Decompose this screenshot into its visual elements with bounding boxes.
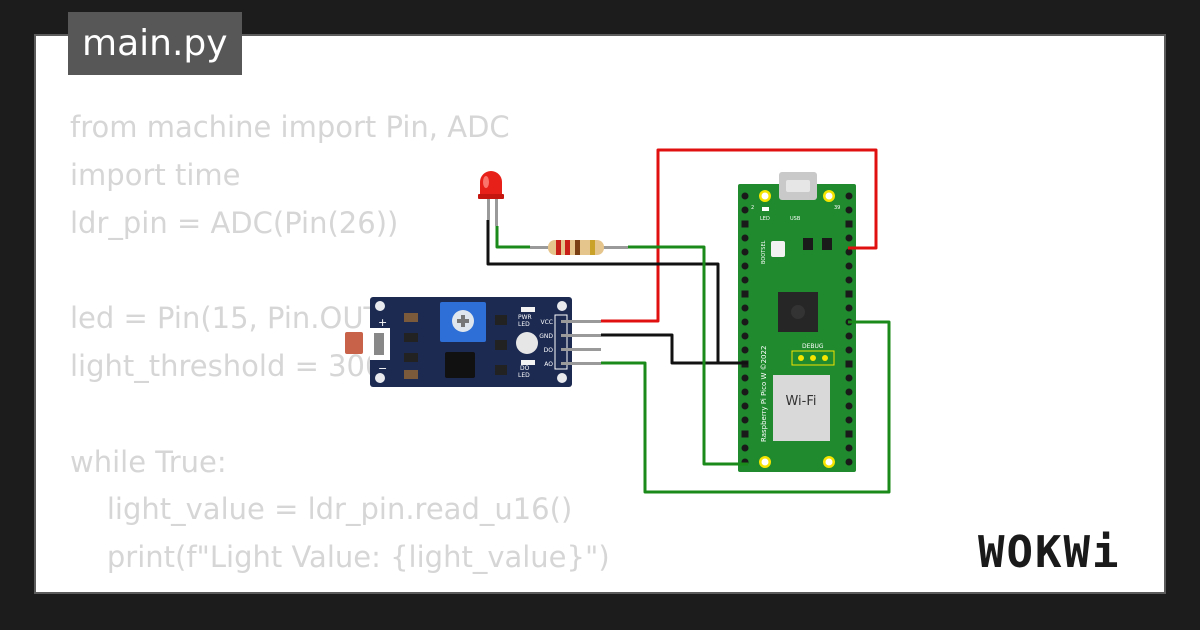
- pico-pin[interactable]: [741, 430, 749, 438]
- model-text: Raspberry Pi Pico W ©2022: [760, 346, 768, 442]
- pico-pin[interactable]: [845, 276, 853, 284]
- code-line: if light_value < light_threshold:: [70, 582, 610, 592]
- pico-pin[interactable]: [845, 430, 853, 438]
- do-led-label: DO: [520, 365, 530, 372]
- ldr-element: [345, 328, 390, 360]
- pico-pin[interactable]: [741, 206, 749, 214]
- red-led[interactable]: [478, 171, 504, 226]
- pico-gpio-pins[interactable]: [741, 192, 853, 466]
- pico-pin[interactable]: [845, 304, 853, 312]
- pico-pin[interactable]: [845, 290, 853, 298]
- bootsel-label: BOOTSEL: [761, 240, 767, 264]
- photoresistor-sensor-module[interactable]: + − PWR LED DO LED VCC GND DO AO: [345, 297, 601, 387]
- wire-led-gnd: [486, 220, 720, 363]
- debug-label: DEBUG: [802, 343, 824, 350]
- pico-pin[interactable]: [741, 332, 749, 340]
- pico-pin[interactable]: [741, 416, 749, 424]
- pico-pin[interactable]: [845, 234, 853, 242]
- svg-text:2: 2: [751, 205, 754, 211]
- pico-pin[interactable]: [845, 444, 853, 452]
- sensor-pin-label: AO: [544, 361, 553, 368]
- bootsel-button[interactable]: [771, 241, 785, 257]
- pico-pin[interactable]: [741, 304, 749, 312]
- pico-pin[interactable]: [845, 248, 853, 256]
- code-line: ldr_pin = ADC(Pin(26)): [70, 205, 399, 240]
- wire-gnd: [601, 333, 748, 365]
- pico-pin[interactable]: [845, 374, 853, 382]
- code-line: light_value = ldr_pin.read_u16(): [70, 492, 573, 527]
- file-tab[interactable]: main.py: [68, 12, 242, 75]
- resistor[interactable]: [530, 240, 628, 255]
- plus-label: +: [378, 316, 387, 329]
- pico-pin[interactable]: [845, 332, 853, 340]
- pico-pin[interactable]: [741, 402, 749, 410]
- sensor-pin-label: GND: [539, 333, 553, 340]
- wifi-label: Wi-Fi: [785, 394, 816, 409]
- sensor-pin-label: VCC: [541, 319, 553, 326]
- pico-pin[interactable]: [741, 248, 749, 256]
- code-line: from machine import Pin, ADC: [70, 110, 510, 144]
- pico-pin[interactable]: [845, 192, 853, 200]
- raspberry-pi-pico-w[interactable]: LED USB 2 39 BOOTSEL DEBUG Raspberry Pi …: [738, 172, 856, 472]
- led-label: LED: [760, 216, 770, 222]
- pico-pin[interactable]: [845, 388, 853, 396]
- pico-pin[interactable]: [741, 290, 749, 298]
- pico-pin[interactable]: [741, 346, 749, 354]
- pico-pin[interactable]: [741, 262, 749, 270]
- svg-text:LED: LED: [518, 321, 530, 328]
- wifi-module: [773, 375, 830, 441]
- pico-pin[interactable]: [741, 388, 749, 396]
- pico-pin[interactable]: [845, 346, 853, 354]
- pico-pin[interactable]: [741, 276, 749, 284]
- code-line: while True:: [70, 444, 227, 479]
- usb-label: USB: [790, 216, 801, 222]
- wires[interactable]: [486, 148, 891, 494]
- code-line: print(f"Light Value: {light_value}"): [70, 540, 610, 575]
- pico-pin[interactable]: [845, 206, 853, 214]
- potentiometer[interactable]: [440, 302, 486, 342]
- pico-pin[interactable]: [845, 458, 853, 466]
- pico-pin[interactable]: [741, 220, 749, 228]
- diagram-canvas[interactable]: from machine import Pin, ADC import time l…: [34, 34, 1166, 594]
- code-line: import time: [70, 157, 241, 192]
- pico-pin[interactable]: [845, 416, 853, 424]
- wire-resistor-gp15: [628, 245, 748, 466]
- code-background: from machine import Pin, ADC import time l…: [70, 104, 610, 592]
- sensor-pin-labels: VCC GND DO AO: [539, 319, 553, 368]
- pico-pin[interactable]: [845, 220, 853, 228]
- pico-pin[interactable]: [741, 444, 749, 452]
- wokwi-logo: WOKWi: [978, 527, 1121, 578]
- wire-led-resistor: [495, 226, 530, 249]
- minus-label: −: [378, 362, 387, 375]
- wire-vcc: [601, 148, 878, 323]
- svg-text:LED: LED: [518, 372, 530, 379]
- pico-pin[interactable]: [741, 192, 749, 200]
- pico-pin[interactable]: [741, 234, 749, 242]
- wire-ao: [601, 320, 891, 494]
- pico-pin[interactable]: [845, 402, 853, 410]
- svg-text:39: 39: [834, 205, 840, 211]
- sensor-pins[interactable]: [561, 320, 601, 365]
- pico-pin[interactable]: [741, 374, 749, 382]
- sensor-pin-label: DO: [544, 347, 554, 354]
- pwr-led-label: PWR: [518, 314, 532, 321]
- pico-pin[interactable]: [741, 318, 749, 326]
- pico-pin[interactable]: [845, 262, 853, 270]
- pico-pin[interactable]: [845, 360, 853, 368]
